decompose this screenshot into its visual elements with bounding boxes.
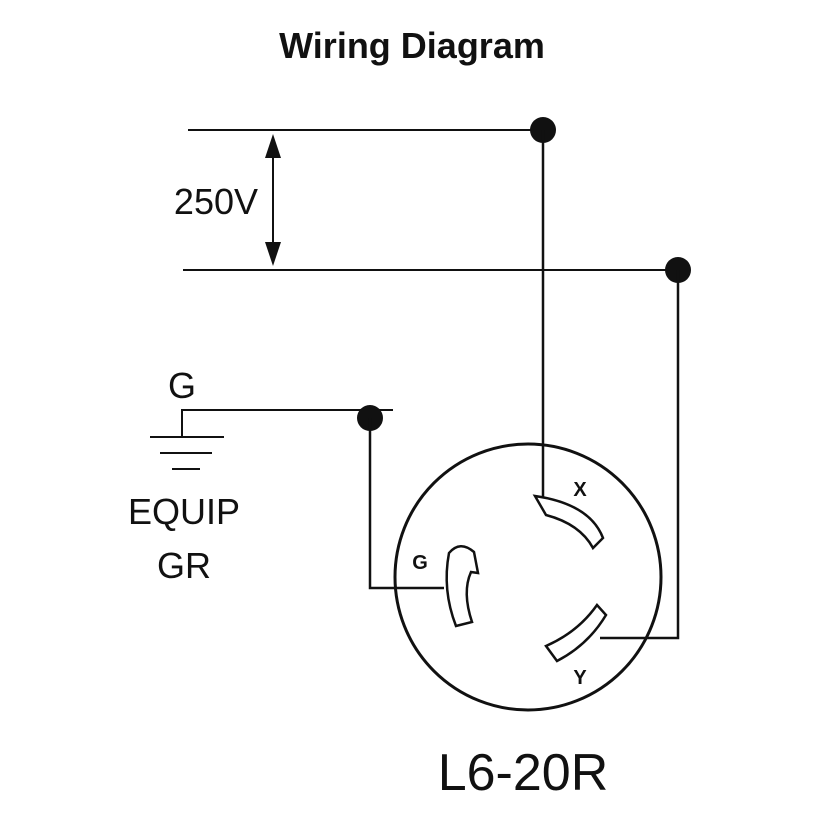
diagram-title: Wiring Diagram (279, 25, 545, 66)
terminal-label-y: Y (573, 667, 587, 689)
voltage-arrow (265, 134, 281, 266)
receptacle-face (393, 442, 663, 712)
slot-x (532, 494, 605, 551)
voltage-label: 250V (174, 181, 258, 222)
terminal-label-x: X (573, 479, 587, 501)
model-number: L6-20R (438, 744, 609, 802)
equipment-ground-label-line1: EQUIP (128, 491, 240, 532)
slot-g (445, 545, 480, 628)
ground-icon (150, 409, 393, 470)
slot-y (544, 602, 608, 663)
terminal-label-g: G (412, 552, 428, 574)
wire-y (600, 270, 680, 640)
wire-g (368, 418, 444, 590)
equipment-ground-label-line2: GR (157, 545, 211, 586)
ground-label: G (168, 365, 196, 406)
